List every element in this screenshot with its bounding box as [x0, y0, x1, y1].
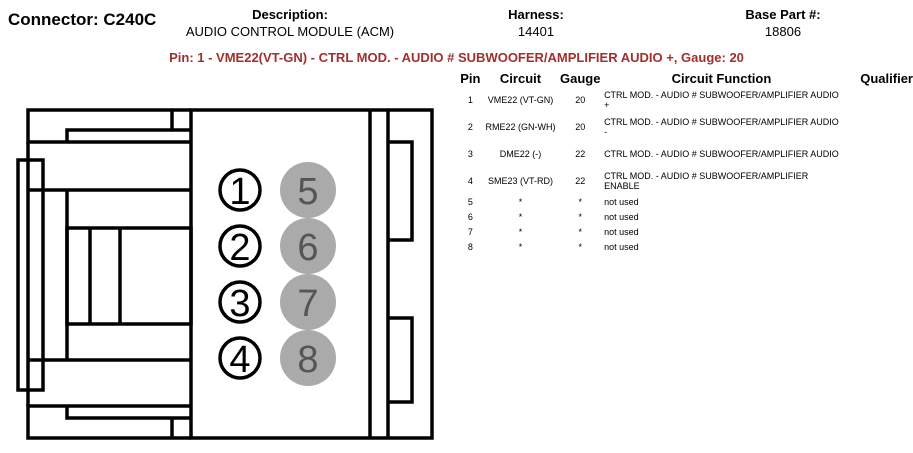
- table-row: 7 * * not used: [456, 224, 913, 239]
- cell-function: CTRL MOD. - AUDIO # SUBWOOFER/AMPLIFIER …: [604, 89, 839, 110]
- pin-1-label: 1: [229, 171, 250, 213]
- pin-3-circle: [218, 280, 262, 324]
- pin-6-label: 6: [297, 227, 318, 269]
- cell-circuit: VME22 (VT-GN): [487, 94, 554, 105]
- pin-7[interactable]: 7: [280, 274, 336, 330]
- cell-qualifier: [839, 113, 913, 140]
- cell-function: CTRL MOD. - AUDIO # SUBWOOFER/AMPLIFIER …: [604, 116, 839, 137]
- header-circuit: Circuit: [499, 71, 542, 86]
- pin-7-circle: [280, 274, 336, 330]
- cell-pin: 4: [467, 175, 473, 186]
- cell-circuit: *: [518, 226, 523, 237]
- connector-title: Connector: C240C: [8, 10, 157, 29]
- cell-qualifier: [839, 86, 913, 113]
- pin-1[interactable]: 1: [218, 168, 262, 213]
- pin-table-header: Pin Circuit Gauge Circuit Function Quali…: [456, 71, 913, 86]
- cell-circuit: *: [518, 241, 523, 252]
- cell-circuit: *: [518, 196, 523, 207]
- selected-pin-summary: Pin: 1 - VME22(VT-GN) - CTRL MOD. - AUDI…: [169, 50, 744, 65]
- cell-gauge: *: [578, 226, 582, 237]
- pin-4-label: 4: [229, 339, 250, 381]
- base-part-value: 18806: [764, 24, 802, 39]
- cell-qualifier: [839, 209, 913, 224]
- cell-function: CTRL MOD. - AUDIO # SUBWOOFER/AMPLIFIER …: [604, 170, 809, 191]
- pin-5-label: 5: [297, 171, 318, 213]
- cell-gauge: *: [578, 241, 582, 252]
- pin-8-circle: [280, 330, 336, 386]
- pin-2-circle: [218, 224, 262, 268]
- cell-pin: 5: [467, 196, 473, 207]
- pin-8[interactable]: 8: [280, 330, 336, 386]
- harness-label: Harness:: [508, 7, 564, 22]
- cell-function: not used: [604, 241, 639, 252]
- pin-4-circle: [218, 336, 262, 380]
- cell-gauge: *: [578, 196, 582, 207]
- pin-6-circle: [280, 218, 336, 274]
- cell-function: not used: [604, 226, 639, 237]
- connector-diagram: 1 2 3 4 5 6 7 8: [16, 108, 434, 440]
- cell-function: CTRL MOD. - AUDIO # SUBWOOFER/AMPLIFIER …: [604, 148, 839, 159]
- cell-gauge: 20: [575, 94, 586, 105]
- cell-circuit: DME22 (-): [499, 148, 542, 159]
- pin-7-label: 7: [297, 283, 318, 325]
- description-label: Description:: [252, 7, 328, 22]
- cell-pin: 7: [467, 226, 473, 237]
- pin-8-label: 8: [297, 339, 318, 381]
- cell-pin: 2: [467, 121, 473, 132]
- cell-qualifier: [839, 194, 913, 209]
- pin-6[interactable]: 6: [280, 218, 336, 274]
- cell-qualifier: [839, 167, 913, 194]
- table-row: 3 DME22 (-) 22 CTRL MOD. - AUDIO # SUBWO…: [456, 140, 913, 167]
- pin-1-circle: [218, 168, 262, 212]
- base-part-label: Base Part #:: [745, 7, 821, 22]
- cell-circuit: *: [518, 211, 523, 222]
- cell-pin: 6: [467, 211, 473, 222]
- cell-gauge: 22: [575, 175, 586, 186]
- cell-function: not used: [604, 196, 639, 207]
- header-gauge: Gauge: [559, 71, 601, 86]
- cell-qualifier: [839, 239, 913, 254]
- cell-qualifier: [839, 224, 913, 239]
- table-row: 1 VME22 (VT-GN) 20 CTRL MOD. - AUDIO # S…: [456, 86, 913, 113]
- cell-gauge: 22: [575, 148, 586, 159]
- header-pin: Pin: [460, 71, 481, 86]
- header-qualifier: Qualifier: [860, 71, 913, 86]
- table-row: 6 * * not used: [456, 209, 913, 224]
- table-row: 4 SME23 (VT-RD) 22 CTRL MOD. - AUDIO # S…: [456, 167, 913, 194]
- harness-value: 14401: [517, 24, 555, 39]
- table-row: 5 * * not used: [456, 194, 913, 209]
- cell-qualifier: [839, 140, 913, 167]
- header-function: Circuit Function: [671, 71, 772, 86]
- pin-5[interactable]: 5: [280, 162, 336, 218]
- cell-circuit: RME22 (GN-WH): [485, 121, 556, 132]
- cell-pin: 1: [467, 94, 473, 105]
- pin-table: Pin Circuit Gauge Circuit Function Quali…: [456, 71, 913, 254]
- connector-housing: [16, 108, 434, 440]
- cell-function: not used: [604, 211, 639, 222]
- cell-circuit: SME23 (VT-RD): [488, 175, 554, 186]
- pin-2-label: 2: [229, 227, 250, 269]
- pin-5-circle: [280, 162, 336, 218]
- table-row: 2 RME22 (GN-WH) 20 CTRL MOD. - AUDIO # S…: [456, 113, 913, 140]
- description-value: AUDIO CONTROL MODULE (ACM): [185, 24, 395, 39]
- pin-4[interactable]: 4: [218, 336, 262, 381]
- cell-pin: 8: [467, 241, 473, 252]
- pin-2[interactable]: 2: [218, 224, 262, 269]
- table-row: 8 * * not used: [456, 239, 913, 254]
- cell-pin: 3: [467, 148, 473, 159]
- pin-3-label: 3: [229, 283, 250, 325]
- cell-gauge: 20: [575, 121, 586, 132]
- pin-3[interactable]: 3: [218, 280, 262, 325]
- cell-gauge: *: [578, 211, 582, 222]
